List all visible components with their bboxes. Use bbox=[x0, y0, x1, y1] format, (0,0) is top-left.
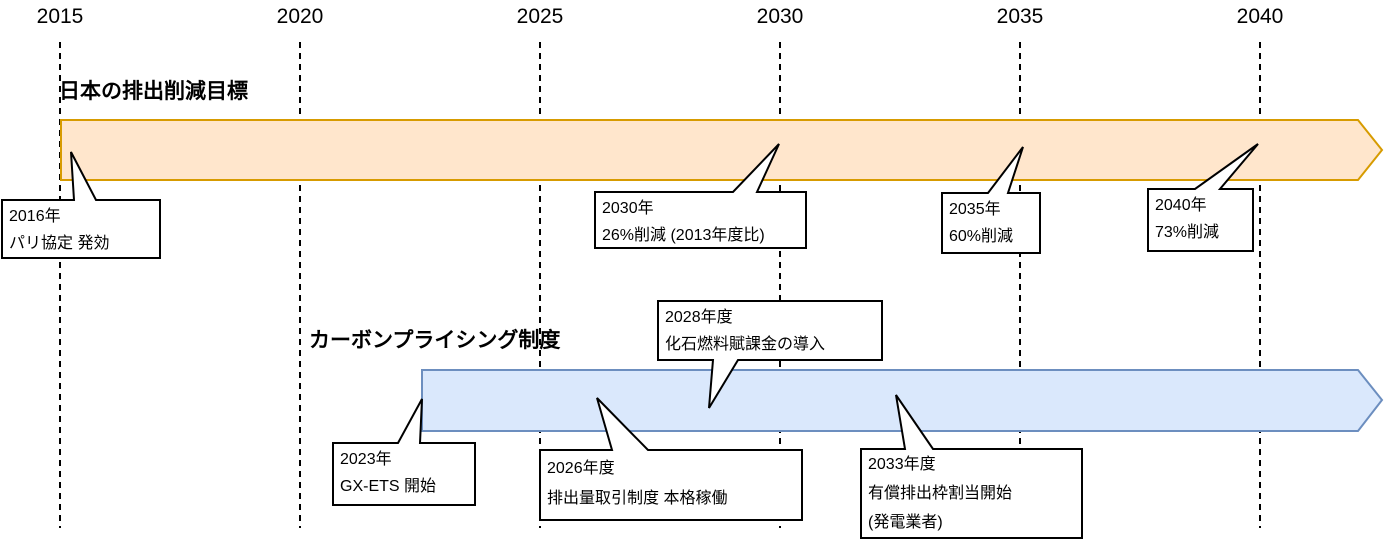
callout-target2035-outline bbox=[941, 146, 1041, 254]
callout-auction2033-line3: (発電業者) bbox=[868, 514, 943, 531]
targets-arrow-bar bbox=[60, 119, 1384, 181]
callout-outlines bbox=[1, 143, 1259, 539]
year-label-2030: 2030 bbox=[756, 5, 804, 28]
callout-gxets: 2023年 GX-ETS 開始 bbox=[333, 443, 475, 505]
callout-ets2026-outline bbox=[539, 397, 803, 521]
year-label-2025: 2025 bbox=[516, 5, 564, 28]
callout-paris-line1: 2016年 bbox=[9, 208, 61, 225]
callout-levy2028-line1: 2028年度 bbox=[665, 309, 733, 326]
callout-paris-outline bbox=[1, 151, 161, 259]
callout-gxets-outline bbox=[332, 398, 476, 506]
callout-ets2026-line1: 2026年度 bbox=[547, 460, 615, 477]
year-label-2035: 2035 bbox=[996, 5, 1044, 28]
callout-target2040-outline bbox=[1147, 143, 1259, 252]
callout-levy2028-outline bbox=[657, 300, 883, 409]
callout-levy2028: 2028年度 化石燃料賦課金の導入 bbox=[658, 301, 882, 360]
callout-levy2028-line2: 化石燃料賦課金の導入 bbox=[665, 336, 826, 353]
callout-auction2033-line2: 有償排出枠割当開始 bbox=[868, 485, 1013, 502]
callout-target2030-line2: 26%削減 (2013年度比) bbox=[602, 227, 765, 244]
year-label-2040: 2040 bbox=[1236, 5, 1284, 28]
callout-target2030-outline bbox=[594, 143, 807, 249]
callout-ets2026-line2: 排出量取引制度 本格稼働 bbox=[547, 490, 728, 507]
callout-paris-line2: パリ協定 発効 bbox=[9, 235, 110, 252]
callout-auction2033-line1: 2033年度 bbox=[868, 456, 936, 473]
callout-ets2026: 2026年度 排出量取引制度 本格稼働 bbox=[540, 450, 802, 520]
callout-target2035-line1: 2035年 bbox=[949, 201, 1001, 218]
callout-paris: 2016年 パリ協定 発効 bbox=[2, 200, 160, 258]
callout-auction2033-outline bbox=[860, 394, 1083, 539]
callout-target2040-line1: 2040年 bbox=[1155, 197, 1207, 214]
callout-target2035: 2035年 60%削減 bbox=[942, 193, 1040, 253]
year-label-2015: 2015 bbox=[36, 5, 84, 28]
callout-auction2033: 2033年度 有償排出枠割当開始 (発電業者) bbox=[861, 449, 1082, 538]
pricing-section-title: カーボンプライシング制度 bbox=[309, 329, 561, 352]
callout-target2030-line1: 2030年 bbox=[602, 200, 654, 217]
year-label-2020: 2020 bbox=[276, 5, 324, 28]
callout-target2040-line2: 73%削減 bbox=[1155, 224, 1220, 241]
targets-section-title: 日本の排出削減目標 bbox=[59, 80, 248, 103]
callout-target2035-line2: 60%削減 bbox=[949, 228, 1014, 245]
callout-gxets-line1: 2023年 bbox=[340, 451, 392, 468]
callout-gxets-line2: GX-ETS 開始 bbox=[340, 478, 437, 495]
callout-target2030: 2030年 26%削減 (2013年度比) bbox=[595, 192, 806, 248]
callout-target2040: 2040年 73%削減 bbox=[1148, 189, 1253, 251]
